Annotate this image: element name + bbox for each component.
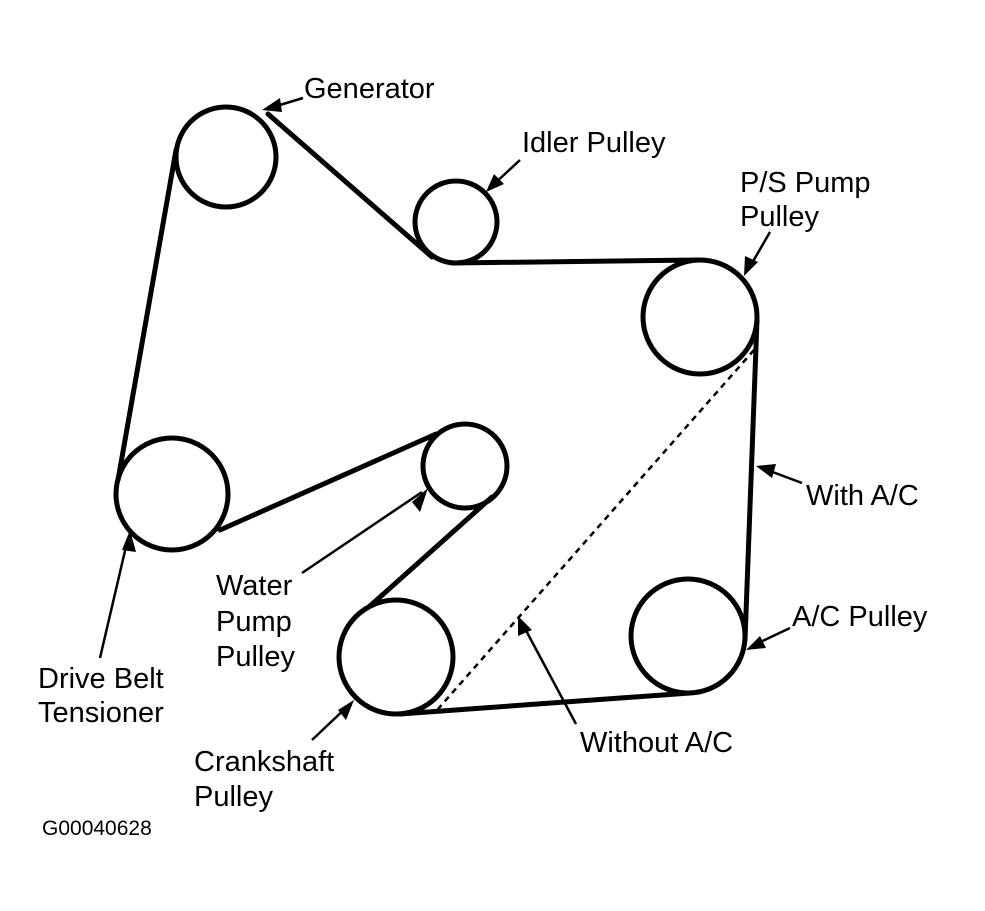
belt-ps-to-ac xyxy=(742,317,760,643)
belt-ac-to-crank xyxy=(397,690,693,717)
ps-pump-label-line2: Pulley xyxy=(740,201,819,233)
without-ac-arrowhead xyxy=(518,616,532,636)
tensioner-label-line1: Drive Belt xyxy=(38,663,164,695)
drive-belt-tensioner-pulley xyxy=(113,435,231,553)
belt-crank-to-waterpump xyxy=(367,494,495,609)
water-pump-arrowhead xyxy=(412,488,428,512)
ac-pulley xyxy=(628,576,748,696)
generator-pulley xyxy=(173,104,279,210)
ps-pump-arrowhead xyxy=(744,256,758,276)
belt-generator-to-idler xyxy=(265,111,435,260)
belt-without-ac-dashed xyxy=(437,349,755,710)
crankshaft-label-line2: Pulley xyxy=(194,781,273,813)
crankshaft-pulley xyxy=(336,597,456,717)
water-pump-pulley xyxy=(420,421,510,511)
belt-idler-to-ps xyxy=(449,257,701,266)
tensioner-label-line2: Tensioner xyxy=(38,697,164,729)
water-pump-label-line1: Water xyxy=(216,570,293,602)
crankshaft-label-line1: Crankshaft xyxy=(194,746,335,778)
idler-pulley-label: Idler Pulley xyxy=(522,127,666,159)
belt-waterpump-to-tensioner xyxy=(217,431,439,533)
water-pump-leader xyxy=(301,490,423,575)
with-ac-label: With A/C xyxy=(806,480,919,512)
ps-pump-pulley xyxy=(640,257,760,377)
tensioner-arrowhead xyxy=(122,530,136,552)
belt-tensioner-to-generator xyxy=(115,147,179,483)
without-ac-label: Without A/C xyxy=(580,727,734,759)
ac-pulley-label: A/C Pulley xyxy=(792,601,928,633)
ac-pulley-arrowhead xyxy=(746,636,766,650)
generator-arrowhead xyxy=(262,98,282,112)
generator-label: Generator xyxy=(304,73,435,105)
drive-belt xyxy=(115,111,760,717)
idler-arrowhead xyxy=(486,174,504,192)
with-ac-arrowhead xyxy=(756,464,776,478)
crankshaft-arrowhead xyxy=(338,700,354,720)
water-pump-label-line3: Pulley xyxy=(216,641,295,673)
tensioner-leader xyxy=(98,537,130,659)
ps-pump-label-line1: P/S Pump xyxy=(740,167,871,199)
arrowheads xyxy=(122,98,776,720)
without-ac-leader xyxy=(520,622,578,725)
figure-code: G00040628 xyxy=(42,817,152,840)
water-pump-label-line2: Pump xyxy=(216,606,292,638)
